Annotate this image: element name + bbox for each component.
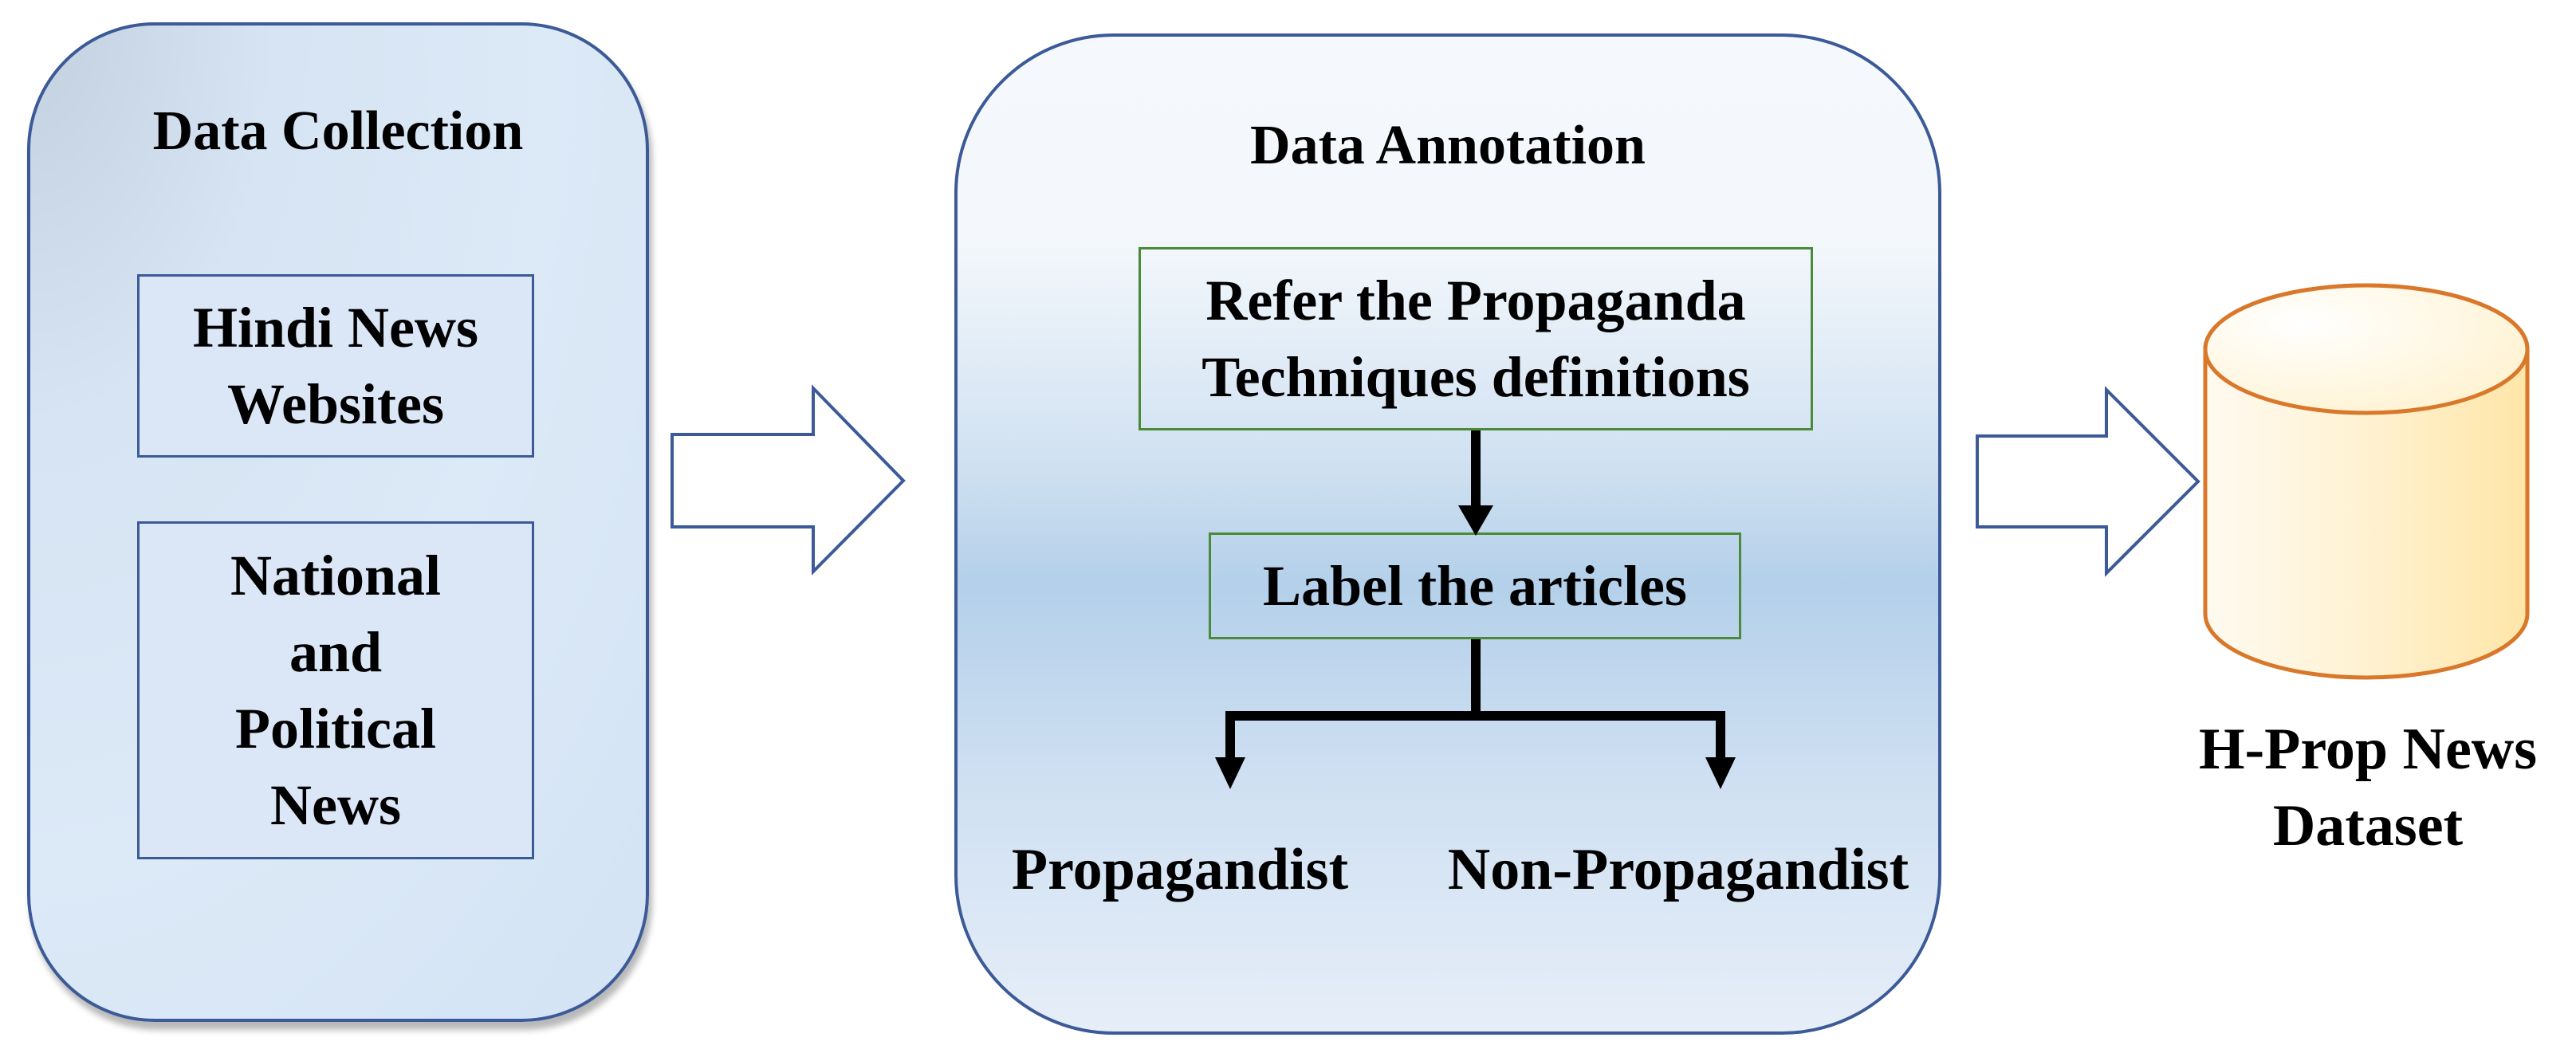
source-line: News (270, 773, 401, 837)
outcome-non-propagandist: Non-Propagandist (1447, 837, 1909, 902)
source-line: Political (235, 697, 436, 760)
arrowhead-down-icon (1458, 505, 1493, 536)
source-line: National (230, 544, 442, 607)
arrowhead-down-icon (1705, 757, 1736, 789)
refer-definitions-box: Refer the Propaganda Techniques definiti… (1139, 247, 1813, 430)
source-line: Hindi News (192, 296, 479, 360)
data-collection-title: Data Collection (152, 100, 524, 162)
dataset-line: Dataset (2272, 793, 2464, 859)
connector-branch (1225, 711, 1725, 761)
arrowhead-down-icon (1215, 757, 1245, 789)
step-line: Label the articles (1263, 554, 1687, 618)
label-articles-box: Label the articles (1209, 532, 1741, 639)
dataset-label: H-Prop News Dataset (2153, 711, 2576, 864)
data-annotation-title: Data Annotation (1250, 115, 1646, 176)
outcome-propagandist: Propagandist (1011, 837, 1349, 902)
source-box-national-political: National and Political News (137, 521, 534, 859)
flow-arrow-1 (671, 384, 906, 576)
step-line: Techniques definitions (1201, 345, 1750, 409)
flow-arrow-2 (1976, 386, 2200, 577)
step-line: Refer the Propaganda (1205, 269, 1746, 332)
source-box-hindi-news: Hindi News Websites (137, 274, 534, 458)
source-line: Websites (226, 372, 444, 436)
database-cylinder-top (2203, 283, 2530, 415)
source-line: and (289, 620, 383, 684)
dataset-line: H-Prop News (2198, 717, 2538, 782)
